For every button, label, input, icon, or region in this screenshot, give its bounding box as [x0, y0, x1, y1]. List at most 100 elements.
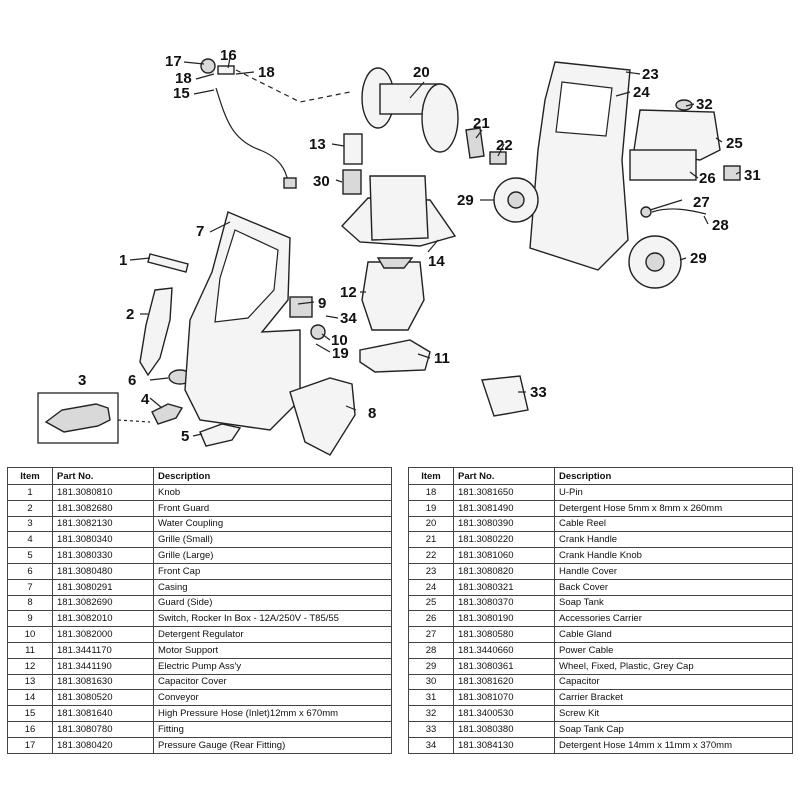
cell-item: 18: [408, 484, 454, 501]
cell-description: Accessories Carrier: [554, 610, 793, 628]
callout-11: 11: [434, 350, 450, 367]
cell-item: 25: [408, 594, 454, 612]
cell-description: Detergent Hose 5mm x 8mm x 260mm: [554, 499, 793, 517]
callout-29-left: 29: [457, 192, 474, 209]
cell-part-no: 181.3080780: [52, 720, 154, 738]
callout-20: 20: [413, 64, 430, 81]
power-cable-part: [651, 208, 707, 215]
cell-description: Capacitor: [554, 673, 793, 691]
callout-13: 13: [309, 136, 326, 153]
callout-12: 12: [340, 284, 357, 301]
cell-item: 20: [408, 515, 454, 533]
cell-description: Capacitor Cover: [153, 673, 392, 691]
grille-large-part: [199, 423, 242, 447]
cell-part-no: 181.3441170: [52, 641, 154, 659]
soap-tank-part: [633, 109, 721, 161]
motor-support-part: [359, 339, 431, 373]
header-description: Description: [554, 467, 793, 485]
callout-18-right: 18: [258, 64, 275, 81]
cell-part-no: 181.3082130: [52, 515, 154, 533]
cell-item: 31: [408, 689, 454, 707]
cell-item: 14: [7, 689, 53, 707]
fitting-part: [217, 65, 235, 75]
cable-gland-part: [640, 206, 652, 218]
cell-description: Back Cover: [554, 578, 793, 596]
cell-description: Cable Gland: [554, 626, 793, 643]
cell-part-no: 181.3080420: [52, 736, 154, 754]
callout-7: 7: [196, 223, 204, 240]
front-guard-part: [139, 287, 173, 377]
callout-28: 28: [712, 217, 729, 234]
cell-description: Water Coupling: [153, 515, 392, 533]
detergent-regulator-part: [310, 324, 326, 340]
callout-15: 15: [173, 85, 190, 102]
exploded-parts-diagram: 17 16 18 18 15 20 21 22 23 24 32 25 31 2…: [37, 47, 761, 456]
cell-description: U-Pin: [554, 484, 793, 501]
cell-description: Soap Tank: [554, 594, 793, 612]
cell-part-no: 181.3080291: [52, 578, 154, 596]
callout-16: 16: [220, 47, 237, 64]
cell-item: 3: [7, 515, 53, 533]
callout-31: 31: [744, 167, 761, 184]
callout-19: 19: [332, 345, 349, 362]
cell-description: Power Cable: [554, 641, 793, 659]
header-part-no: Part No.: [453, 467, 555, 485]
callout-17: 17: [165, 53, 182, 70]
pump-fan: [376, 257, 414, 269]
cell-part-no: 181.3081620: [453, 673, 555, 691]
header-item: Item: [408, 467, 454, 485]
cell-part-no: 181.3082690: [52, 594, 154, 612]
cell-item: 13: [7, 673, 53, 691]
cell-description: Switch, Rocker In Box - 12A/250V - T85/5…: [153, 610, 392, 628]
cell-item: 2: [7, 499, 53, 517]
cell-item: 9: [7, 610, 53, 628]
cell-item: 1: [7, 484, 53, 501]
cell-part-no: 181.3080330: [52, 547, 154, 564]
callout-23: 23: [642, 66, 659, 83]
cell-description: Knob: [153, 484, 392, 501]
table-header-row: Item Part No. Description: [408, 467, 793, 485]
cell-item: 17: [7, 736, 53, 754]
cell-description: Casing: [153, 578, 392, 596]
coupling-leader: [117, 419, 151, 423]
cell-description: Pressure Gauge (Rear Fitting): [153, 736, 392, 754]
cell-item: 8: [7, 594, 53, 612]
cell-part-no: 181.3080820: [453, 562, 555, 580]
callout-34: 34: [340, 310, 357, 327]
cell-item: 7: [7, 578, 53, 596]
cell-item: 30: [408, 673, 454, 691]
cell-description: Screw Kit: [554, 705, 793, 722]
cell-description: Grille (Small): [153, 531, 392, 549]
casing-window: [214, 229, 279, 323]
accessories-carrier-part: [629, 149, 697, 181]
capacitor-part: [342, 169, 362, 195]
callout-26: 26: [699, 170, 716, 187]
callout-3: 3: [78, 372, 86, 389]
cell-part-no: 181.3082680: [52, 499, 154, 517]
side-guard-part: [289, 377, 356, 456]
callout-6: 6: [128, 372, 136, 389]
cell-item: 10: [7, 626, 53, 643]
cell-item: 12: [7, 657, 53, 675]
cell-item: 6: [7, 562, 53, 580]
cell-description: Fitting: [153, 720, 392, 738]
cell-part-no: 181.3080480: [52, 562, 154, 580]
cell-part-no: 181.3081630: [52, 673, 154, 691]
